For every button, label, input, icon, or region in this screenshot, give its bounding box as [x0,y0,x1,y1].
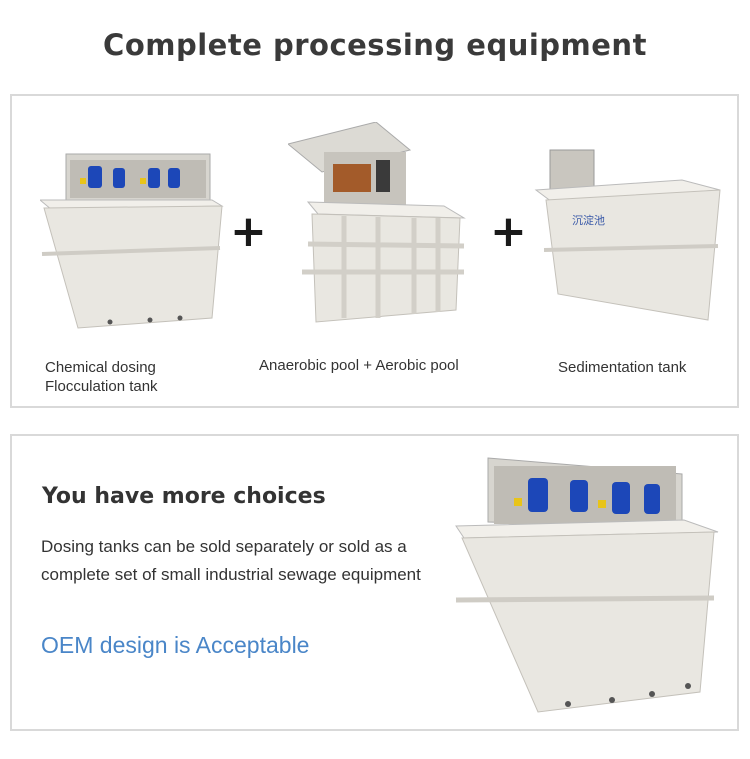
caption-anaerobic-pool: Anaerobic pool + Aerobic pool [259,357,459,374]
plus-sign: + [490,206,527,257]
caption-line: Chemical dosing [45,359,156,376]
oem-note: OEM design is Acceptable [41,632,310,658]
choices-heading: You have more choices [42,484,326,509]
caption-sedimentation-tank: Sedimentation tank [558,359,687,376]
choices-panel: You have more choices Dosing tanks can b… [10,434,739,731]
page-title: Complete processing equipment [103,28,647,62]
equipment-set-panel: + + 沉淀池 Chemical dosing Flocculation tan… [10,94,739,408]
sedimentation-tank-image: 沉淀池 [534,149,721,321]
anaerobic-aerobic-pool-image [288,122,466,323]
tank-label: 沉淀池 [572,213,605,227]
caption-line: Flocculation tank [45,378,158,395]
caption-dosing-tank: Chemical dosing Flocculation tank [45,358,158,396]
dosing-tank-large-image [455,457,719,713]
choices-description: Dosing tanks can be sold separately or s… [41,537,421,584]
dosing-tank-image [40,153,224,329]
plus-sign: + [230,206,267,257]
